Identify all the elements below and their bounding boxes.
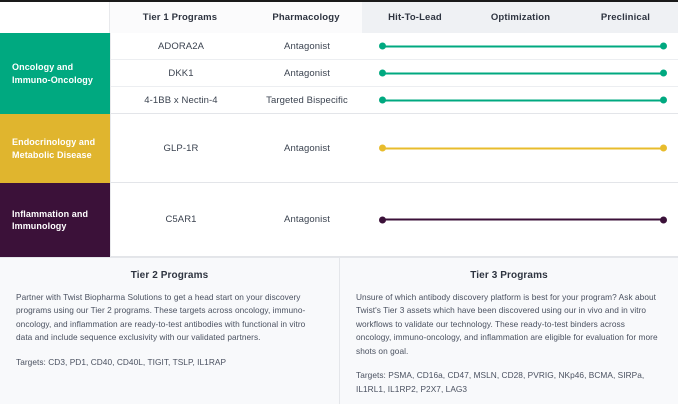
- header-stage-optimization: Optimization: [468, 2, 573, 33]
- panel-targets: Targets: PSMA, CD16a, CD47, MSLN, CD28, …: [356, 370, 645, 394]
- stage-track-cell: [363, 87, 678, 113]
- panel-targets: Targets: CD3, PD1, CD40, CD40L, TIGIT, T…: [16, 356, 227, 367]
- stage-start-dot: [379, 96, 386, 104]
- stage-start-dot: [379, 144, 386, 152]
- progress-track: [379, 69, 667, 77]
- header-tier1-programs: Tier 1 Programs: [110, 2, 250, 33]
- category-label-line1: Oncology and: [12, 62, 74, 73]
- pharmacology-value: Antagonist: [284, 214, 330, 225]
- progress-track: [379, 42, 667, 50]
- table-row: ADORA2A Antagonist: [111, 33, 678, 60]
- pharmacology-value: Antagonist: [284, 142, 330, 154]
- program-name: DKK1: [168, 67, 194, 79]
- stage-track-cell: [363, 114, 678, 182]
- stage-end-dot: [660, 69, 667, 77]
- stage-track-cell: [363, 60, 678, 86]
- pharmacology-value: Targeted Bispecific: [266, 94, 348, 106]
- pharmacology-value: Antagonist: [284, 40, 330, 52]
- header-stage-hit-to-lead: Hit-To-Lead: [362, 2, 468, 33]
- stage-start-dot: [379, 69, 386, 77]
- panel-title: Tier 2 Programs: [130, 270, 209, 281]
- program-name: GLP-1R: [163, 142, 199, 154]
- category-label-line2: Immuno-Oncology: [12, 74, 93, 85]
- category-label-line2: Immunology: [12, 221, 67, 231]
- panel-description: Partner with Twist Biopharma Solutions t…: [16, 292, 306, 343]
- progress-bar: [382, 218, 664, 221]
- progress-bar: [382, 72, 664, 74]
- pharmacology-value: Antagonist: [284, 67, 330, 79]
- progress-track: [379, 216, 667, 223]
- header-pharmacology: Pharmacology: [250, 2, 362, 33]
- progress-track: [379, 144, 667, 152]
- progress-bar: [382, 99, 664, 101]
- table-row: GLP-1R Antagonist: [111, 114, 678, 183]
- stage-track-cell: [363, 33, 678, 59]
- table-row: DKK1 Antagonist: [111, 60, 678, 87]
- category-label-line2: Metabolic Disease: [12, 149, 92, 160]
- stage-start-dot: [379, 42, 386, 50]
- header-stage-preclinical: Preclinical: [573, 2, 678, 33]
- stage-start-dot: [379, 216, 386, 223]
- table-header-row: Tier 1 Programs Pharmacology Hit-To-Lead…: [0, 2, 678, 33]
- stage-end-dot: [660, 144, 667, 152]
- category-label-line1: Endocrinology and: [12, 137, 96, 148]
- progress-track: [379, 96, 667, 104]
- panel-title: Tier 3 Programs: [470, 270, 548, 281]
- header-columns: Tier 1 Programs Pharmacology Hit-To-Lead…: [110, 2, 678, 33]
- program-name: C5AR1: [165, 214, 197, 225]
- stage-end-dot: [660, 96, 667, 104]
- table-row: C5AR1 Antagonist: [111, 183, 678, 257]
- header-category-blank: [0, 2, 110, 33]
- progress-bar: [382, 45, 664, 47]
- program-name: 4-1BB x Nectin-4: [144, 94, 218, 106]
- panel-description: Unsure of which antibody discovery platf…: [356, 292, 658, 356]
- table-row: 4-1BB x Nectin-4 Targeted Bispecific: [111, 87, 678, 114]
- program-name: ADORA2A: [157, 40, 205, 52]
- progress-bar: [382, 147, 664, 149]
- stage-end-dot: [660, 216, 667, 223]
- stage-end-dot: [660, 42, 667, 50]
- stage-track-cell: [363, 183, 678, 256]
- category-label-line1: Inflammation and: [12, 208, 89, 219]
- pipeline-table: Tier 1 Programs Pharmacology Hit-To-Lead…: [0, 2, 678, 257]
